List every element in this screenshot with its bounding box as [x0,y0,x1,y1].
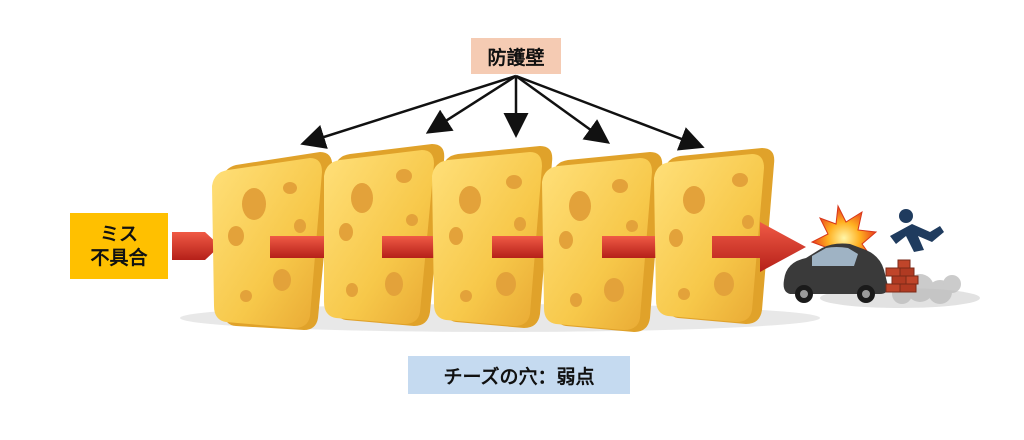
car-crash-icon [783,243,888,303]
hazard-arrow-entry [172,232,220,260]
hazard-arrow-segment-1 [270,236,340,258]
weakness-label: チーズの穴：弱点 [408,356,630,394]
hazard-label-line2: 不具合 [90,247,148,269]
cheese-slice-2 [324,144,445,326]
falling-person-icon [890,209,944,252]
hazard-arrow-segment-4 [602,236,670,258]
cheese-slice-4 [542,152,663,332]
hazard-arrow-exit [712,222,806,272]
hazard-label: ミス 不具合 [70,213,168,279]
brick-wall-icon [885,259,919,293]
hazard-arrow-segment-2 [382,236,450,258]
barrier-label: 防護壁 [471,38,561,74]
hazard-label-line1: ミス [99,223,138,245]
pointer-arrows [300,74,705,151]
